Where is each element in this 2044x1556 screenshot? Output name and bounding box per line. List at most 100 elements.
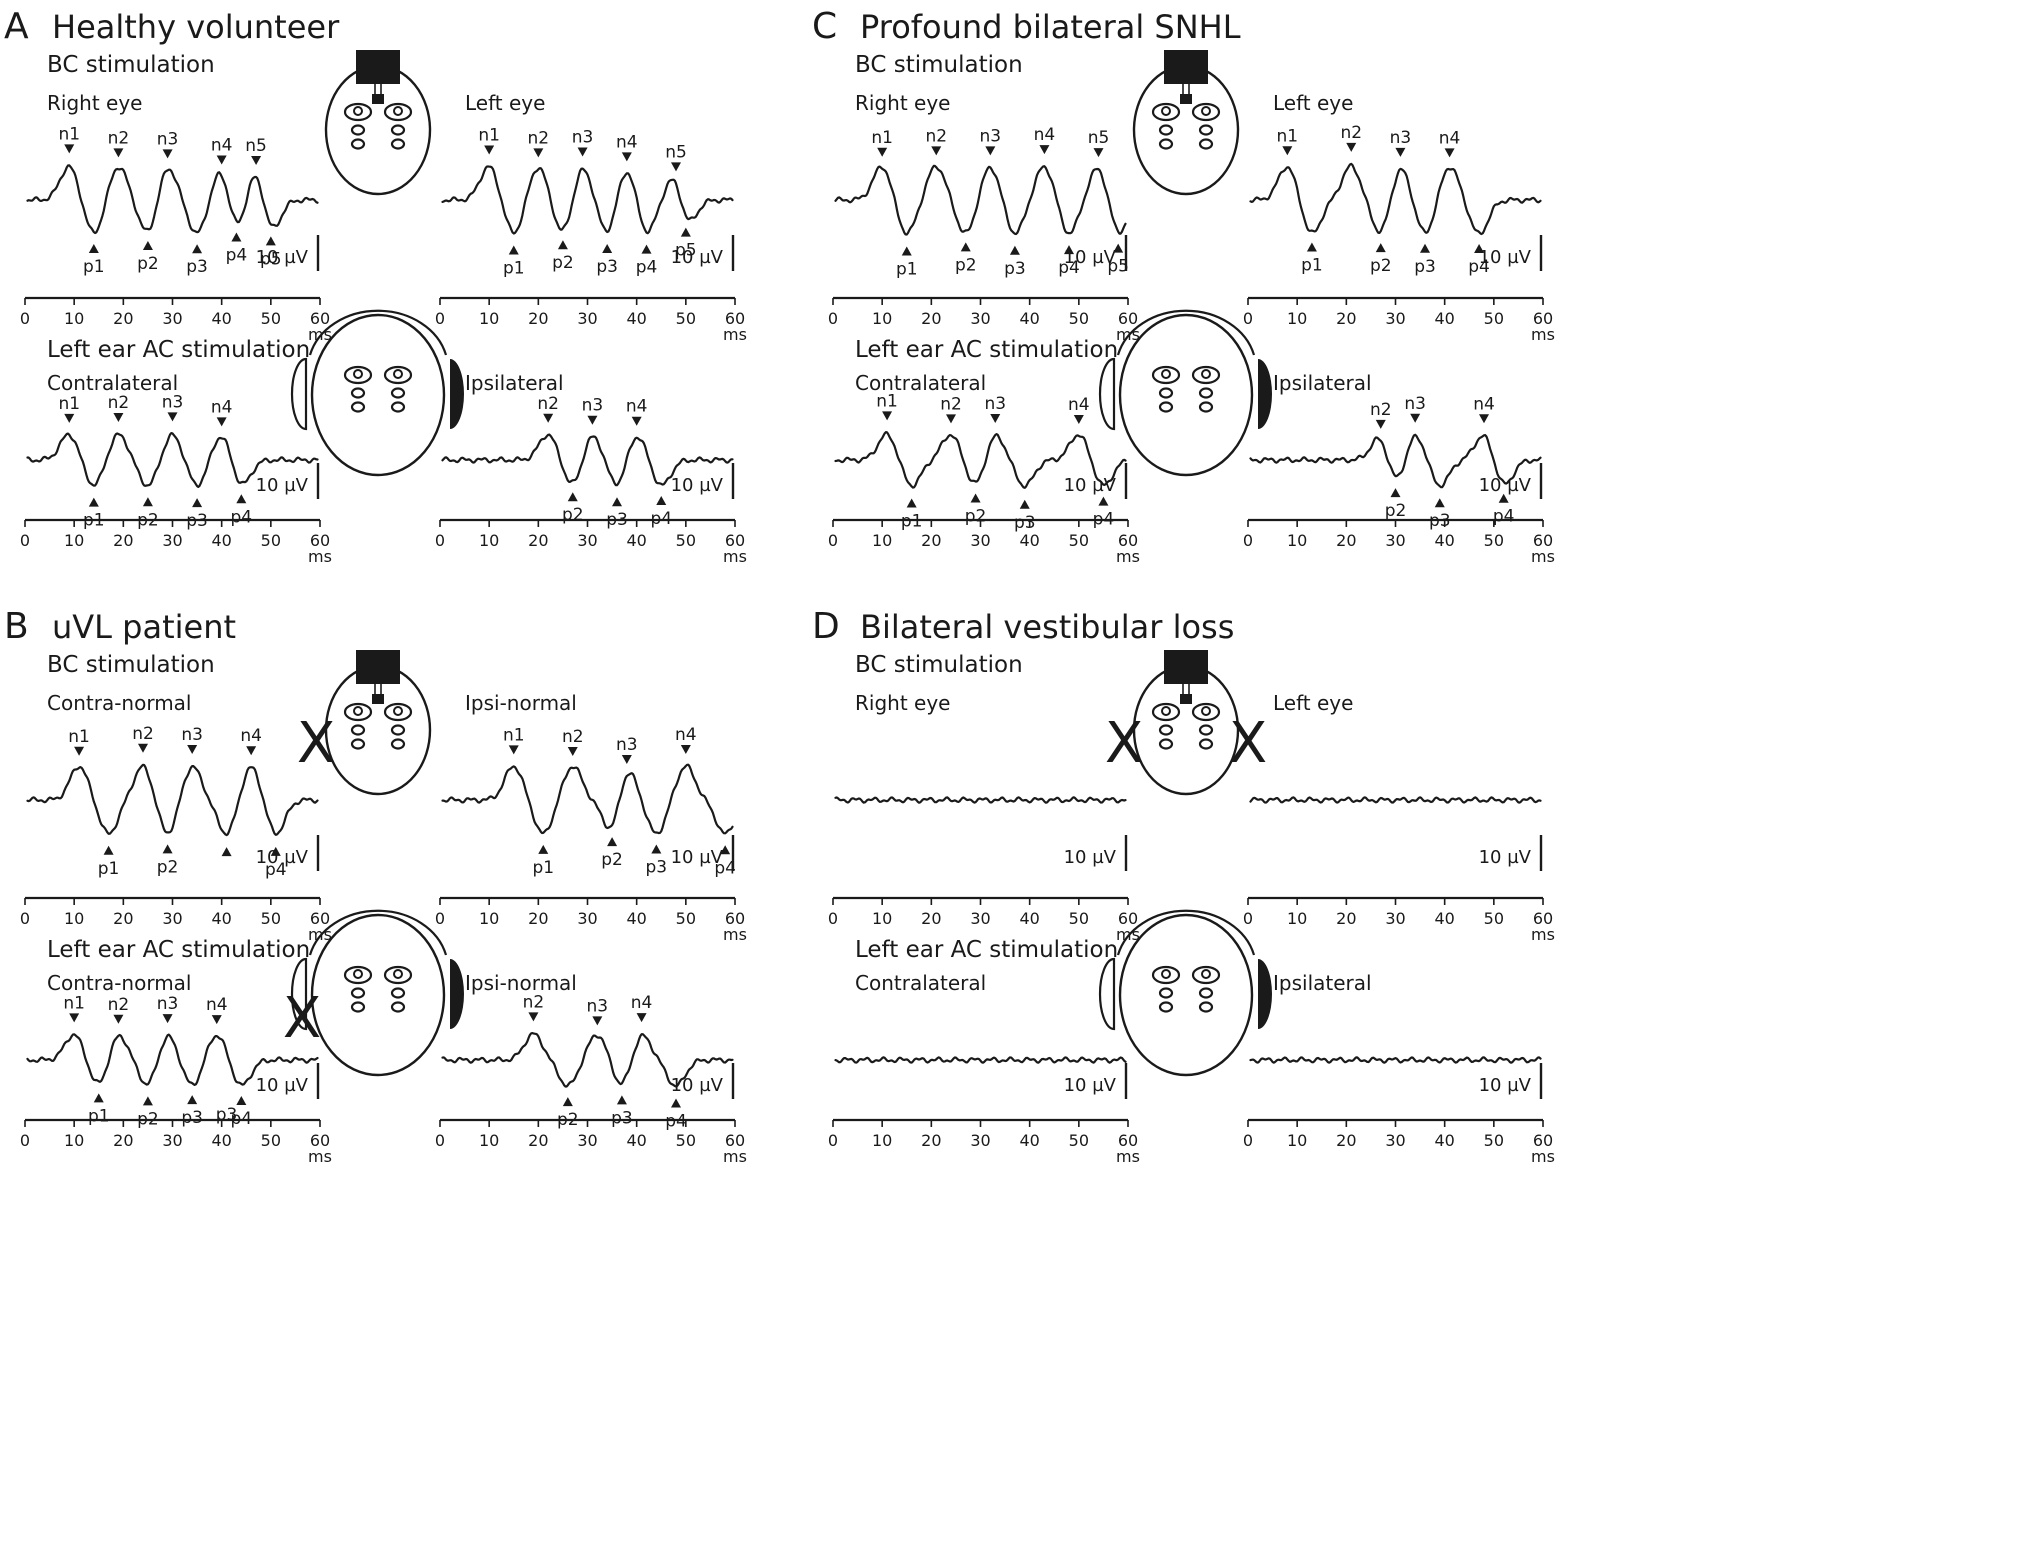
peak-marker-up — [236, 1095, 247, 1105]
scale-bar-label: 10 µV — [1479, 1075, 1532, 1096]
peak-marker-up — [906, 498, 917, 508]
x-tick-label: 50 — [1069, 1131, 1089, 1150]
stimulation-label: Left ear AC stimulation — [855, 937, 1118, 963]
peak-label: n4 — [1439, 128, 1461, 148]
x-tick-label: 0 — [1243, 1131, 1253, 1150]
pupil-icon — [353, 969, 363, 979]
x-tick-label: 40 — [626, 309, 646, 328]
plot-sublabel: Ipsi-normal — [465, 971, 577, 995]
peak-marker-up — [142, 1096, 153, 1106]
peak-label: n1 — [478, 126, 500, 146]
x-unit-label: ms — [723, 925, 747, 944]
peak-label: p1 — [503, 258, 525, 278]
panel-title: Bilateral vestibular loss — [860, 608, 1234, 646]
earphone-left-icon — [290, 957, 308, 1031]
peak-label: p4 — [226, 245, 248, 265]
eye-icon — [383, 702, 413, 722]
x-tick-label: 10 — [1287, 531, 1307, 550]
peak-marker-up — [1098, 496, 1109, 506]
peak-label: p5 — [675, 241, 697, 261]
peak-marker-up — [142, 241, 153, 251]
electrode-icon — [1198, 724, 1214, 736]
peak-marker-up — [720, 845, 731, 855]
peak-marker-down — [1282, 146, 1293, 156]
peak-label: p1 — [88, 1106, 110, 1126]
pupil-icon — [393, 369, 403, 379]
x-unit-label: ms — [1531, 925, 1555, 944]
peak-label: p3 — [181, 1108, 203, 1128]
bone-vibrator-icon — [356, 50, 400, 84]
x-tick-label: 50 — [1484, 531, 1504, 550]
x-tick-label: 60 — [1533, 531, 1553, 550]
peak-label: n2 — [528, 128, 550, 148]
peak-label: n3 — [157, 994, 179, 1014]
scale-bar-label: 10 µV — [1064, 1075, 1117, 1096]
peak-label: p2 — [1385, 501, 1407, 521]
peak-marker-up — [192, 498, 203, 508]
peak-label: n2 — [1370, 400, 1392, 420]
eye-icon — [1151, 365, 1181, 385]
electrode-icon — [390, 401, 406, 413]
peak-marker-up — [1434, 498, 1445, 508]
x-tick-label: 40 — [1019, 309, 1039, 328]
peak-marker-down — [1039, 145, 1050, 155]
electrode-icon — [390, 1001, 406, 1013]
x-tick-label: 10 — [872, 1131, 892, 1150]
x-tick-label: 20 — [1336, 1131, 1356, 1150]
peak-marker-down — [577, 147, 588, 157]
peak-label: n4 — [206, 995, 228, 1015]
peak-marker-up — [656, 495, 667, 505]
peak-marker-up — [88, 243, 99, 253]
pupil-icon — [1201, 106, 1211, 116]
peak-label: p3 — [646, 857, 668, 877]
scale-bar-label: 10 µV — [671, 1075, 724, 1096]
x-tick-label: 50 — [1484, 309, 1504, 328]
peak-marker-down — [162, 149, 173, 159]
x-tick-label: 0 — [20, 909, 30, 928]
peak-marker-down — [946, 414, 956, 424]
x-tick-label: 30 — [1385, 309, 1405, 328]
x-tick-label: 10 — [64, 309, 84, 328]
peak-label: n3 — [181, 725, 203, 745]
peak-label: n2 — [940, 394, 962, 414]
x-tick-label: 0 — [828, 909, 838, 928]
eye-icon — [1191, 102, 1221, 122]
peak-label: n4 — [1034, 125, 1056, 145]
headphone-band — [308, 309, 448, 356]
peak-label: p5 — [260, 249, 282, 269]
plot-sublabel: Contra-normal — [47, 971, 192, 995]
peak-label: n2 — [523, 992, 545, 1012]
peak-marker-down — [508, 745, 519, 755]
peak-marker-up — [231, 232, 242, 242]
x-tick-label: 20 — [921, 909, 941, 928]
x-tick-label: 10 — [64, 531, 84, 550]
waveform-trace — [26, 763, 319, 837]
x-tick-label: 30 — [970, 1131, 990, 1150]
x-tick-label: 50 — [261, 909, 281, 928]
panel-title: Healthy volunteer — [52, 8, 340, 46]
x-tick-label: 60 — [1118, 1131, 1138, 1150]
x-tick-label: 40 — [1434, 531, 1454, 550]
peak-label: n2 — [132, 724, 154, 744]
plot-sublabel: Left eye — [1273, 691, 1353, 715]
x-tick-label: 40 — [211, 909, 231, 928]
peak-marker-down — [621, 754, 632, 764]
x-unit-label: ms — [308, 547, 332, 566]
x-tick-label: 30 — [162, 309, 182, 328]
stimulation-label: BC stimulation — [47, 652, 215, 678]
x-tick-label: 10 — [479, 309, 499, 328]
electrode-icon — [1158, 138, 1174, 150]
x-tick-label: 10 — [479, 909, 499, 928]
peak-marker-down — [138, 743, 148, 753]
plot-sublabel: Left eye — [465, 91, 545, 115]
head-outline — [1132, 664, 1240, 796]
plot-sublabel: Right eye — [855, 691, 950, 715]
x-tick-label: 40 — [1434, 309, 1454, 328]
peak-marker-up — [1375, 243, 1386, 253]
